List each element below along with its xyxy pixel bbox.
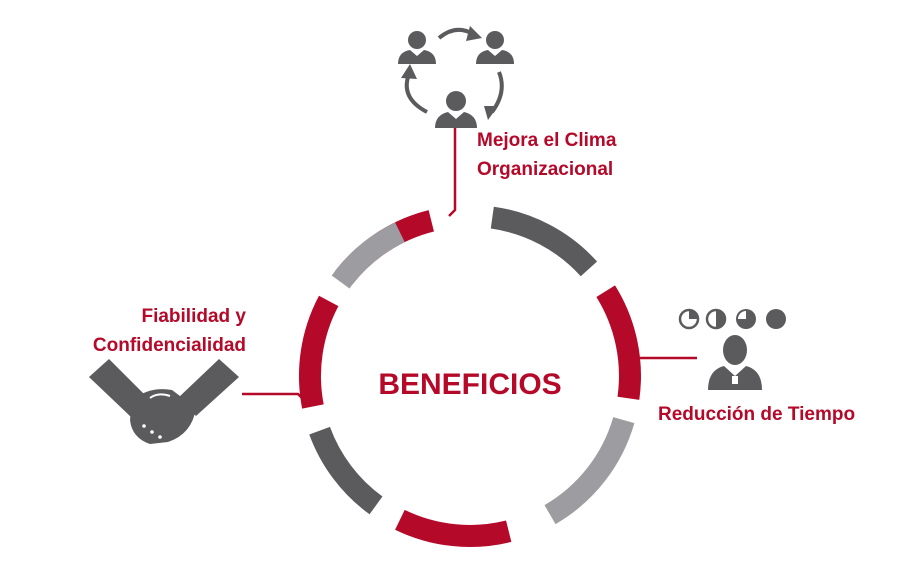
label-fiabilidad-line1: Fiabilidad y (141, 306, 246, 327)
person-icon (435, 91, 477, 128)
ring-segment-8 (331, 222, 405, 289)
label-clima-line1: Mejora el Clima (477, 130, 617, 151)
quarter-clock-icon (678, 308, 700, 330)
ring-segment-7 (298, 295, 339, 409)
person-icon (398, 31, 436, 64)
rotating-team-icon (398, 26, 514, 128)
label-clima-line2: Organizacional (477, 159, 613, 180)
ring-segment-5 (395, 509, 512, 547)
ring-segment-2 (490, 206, 598, 277)
label-fiabilidad-line2: Confidencialidad (93, 335, 246, 356)
half-clock-icon (705, 308, 727, 330)
person-icon (476, 31, 514, 64)
connector-lines (242, 125, 697, 400)
connector-clima (448, 125, 457, 217)
person-icon (708, 335, 762, 390)
time-person-icon (678, 308, 786, 390)
connector-fiabilidad (242, 392, 304, 400)
ring-segment-3 (596, 285, 641, 400)
handshake-icon (89, 359, 239, 444)
ring-segment-6 (309, 426, 383, 515)
benefits-ring (298, 206, 641, 547)
cycle-arrows-icon (401, 26, 504, 120)
three-quarter-clock-icon (736, 309, 756, 329)
center-title: BENEFICIOS (378, 368, 561, 401)
ring-segment-4 (544, 416, 635, 525)
label-tiempo: Reducción de Tiempo (658, 404, 855, 425)
full-clock-icon (766, 309, 786, 329)
